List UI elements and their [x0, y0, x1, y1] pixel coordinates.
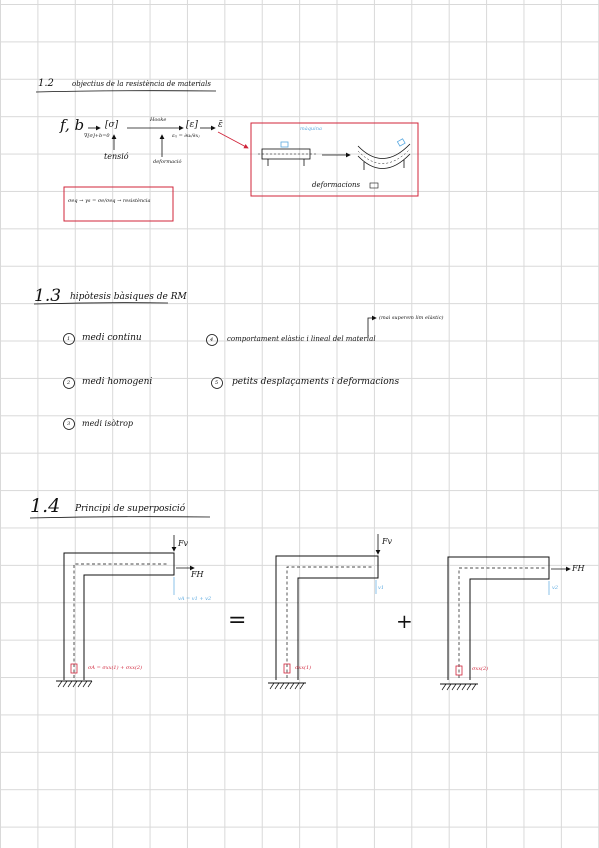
frame-3 [440, 556, 571, 691]
bent-beam-bottom [357, 153, 411, 169]
deformations-box [250, 122, 419, 197]
frame1-fh: FH [191, 570, 204, 579]
resistance-formula: σeq → γs = σe/σeq → resistència [68, 198, 151, 204]
deformations-label: deformacions [312, 181, 361, 189]
frame3-fh: FH [572, 564, 585, 573]
h5-number: 5 [215, 380, 219, 386]
h4-number: 4 [210, 337, 214, 343]
diagram-sigma: [σ] [105, 120, 119, 130]
frame3-stress: σxx(2) [472, 666, 489, 672]
s12-number: 1.2 [38, 78, 54, 89]
diagram-epsilon-def: εᵢⱼ = ∂uᵢ/∂xⱼ [172, 133, 200, 139]
deformations-mini-box [369, 182, 379, 189]
diagram-hooke: Hooke [150, 117, 167, 123]
frame1-stress: σA = σxx(1) + σxx(2) [88, 665, 143, 671]
frame2-fv: Fv [382, 537, 393, 546]
s13-number: 1.3 [34, 286, 62, 306]
frame1-disp: vA = v1 + v2 [178, 596, 212, 602]
frame-1 [56, 535, 195, 688]
resistance-box [63, 186, 174, 222]
h1-number: 1 [67, 336, 71, 342]
diagram-deformacio: deformació [153, 159, 182, 165]
equals-sign: = [228, 608, 247, 633]
plus-sign: + [396, 609, 413, 633]
h4-circle [206, 334, 218, 346]
h2-text: medi homogeni [82, 377, 153, 387]
h2-number: 2 [67, 380, 71, 386]
frame1-fv: Fv [178, 539, 189, 548]
s13-title: hipòtesis bàsiques de RM [70, 292, 187, 302]
h1-text: medi continu [82, 333, 142, 343]
bent-element [396, 138, 406, 147]
frame2-disp: v1 [378, 585, 385, 591]
h3-text: medi isòtrop [82, 419, 133, 428]
s12-underline [35, 90, 217, 93]
h1-circle [63, 333, 75, 345]
h4-note: (mai superem lim elàstic) [379, 315, 444, 321]
diagram-f-b: f, b [60, 116, 85, 134]
s14-number: 1.4 [30, 495, 61, 517]
s14-title: Principi de superposició [75, 504, 186, 514]
h2-circle [63, 377, 75, 389]
h5-circle [211, 377, 223, 389]
red-arrow-to-box [217, 131, 249, 149]
h3-number: 3 [67, 421, 71, 427]
s12-title: objectius de la resistència de materials [72, 80, 211, 88]
diagram-tensio: tensió [104, 152, 129, 161]
frame3-disp: v2 [552, 585, 559, 591]
frame2-stress: σxx(1) [295, 665, 312, 671]
diagram-epsilon: [ε] [186, 120, 198, 130]
diagram-sigma-cond: ∇[σ]+b=0 [84, 133, 110, 139]
bent-beam-top [357, 143, 411, 159]
s14-underline [29, 516, 211, 519]
s13-underline [33, 302, 169, 305]
h5-text: petits desplaçaments i deformacions [232, 377, 400, 387]
beam-element [280, 141, 289, 148]
h4-note-arrow [367, 315, 377, 337]
frame-2 [268, 534, 381, 690]
deformations-note: màquina [300, 126, 322, 132]
h4-text: comportament elàstic i lineal del materi… [227, 335, 376, 343]
bent-beam-axis [357, 148, 411, 164]
diagram-epsilon-bar: ε̄ [218, 120, 223, 130]
h3-circle [63, 418, 75, 430]
